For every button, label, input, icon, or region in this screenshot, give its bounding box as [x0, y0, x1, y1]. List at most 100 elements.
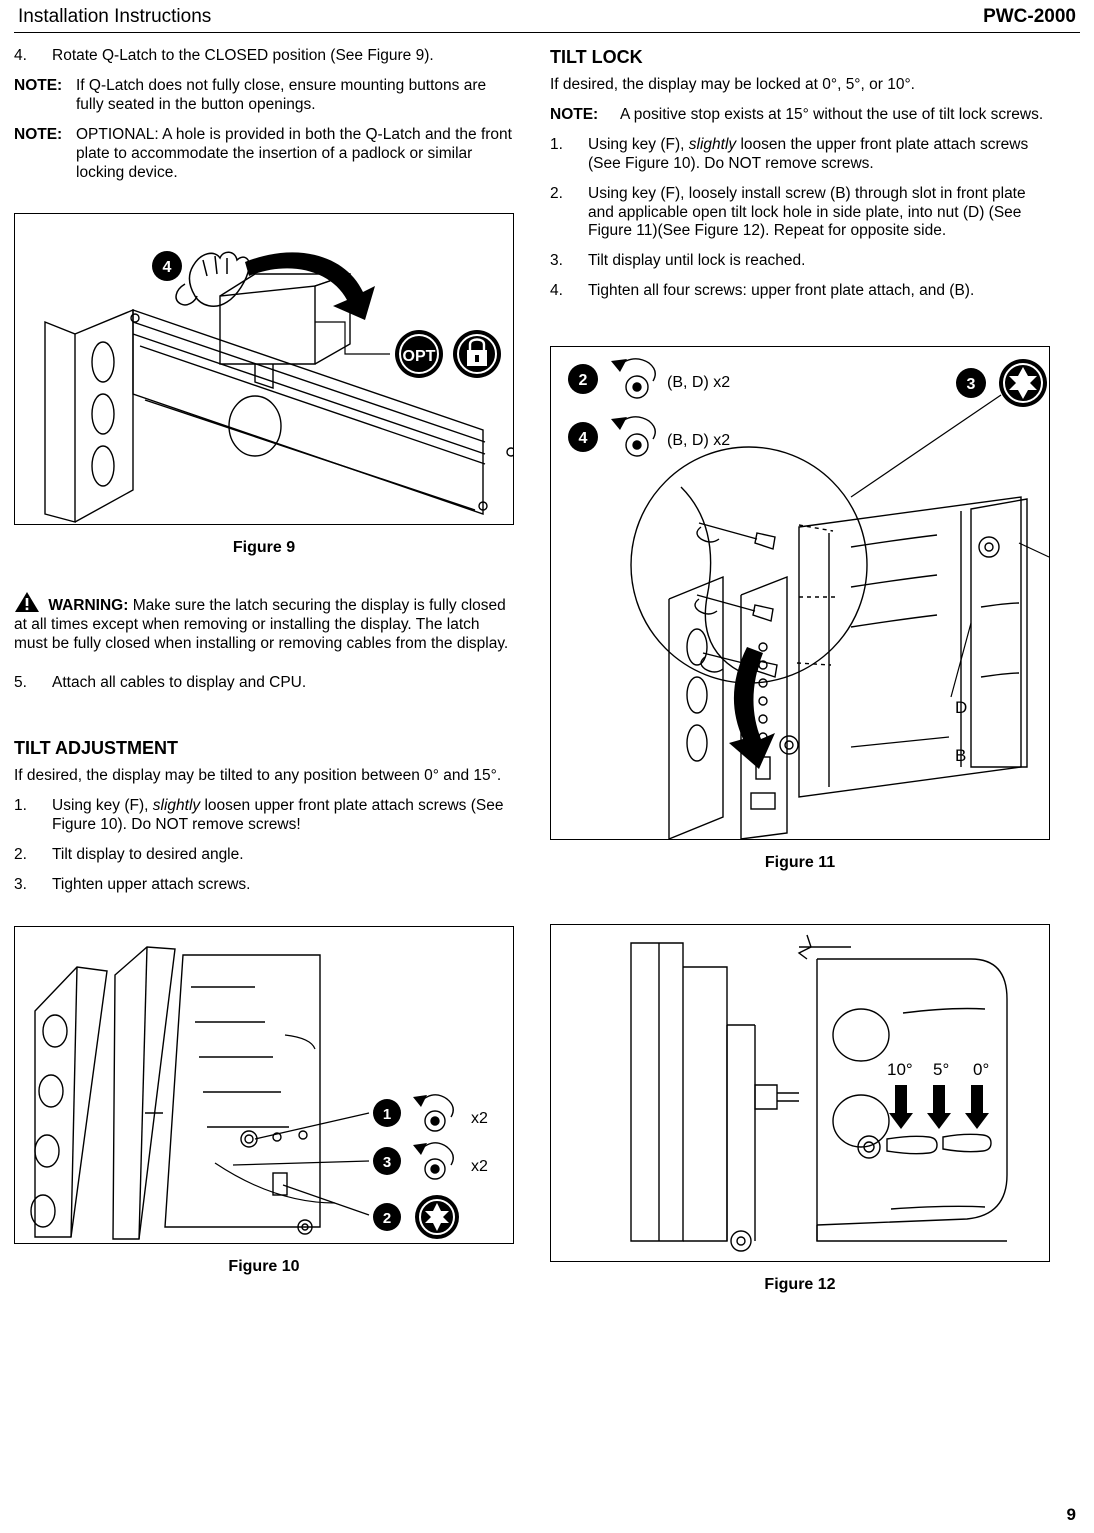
page-number: 9 [1066, 1505, 1076, 1524]
svg-text:1: 1 [383, 1106, 391, 1123]
figure-10-drawing: 1 x2 3 [30, 945, 488, 1240]
figure-9-caption: Figure 9 [232, 539, 296, 557]
step-text-post: loosen upper front plate attach screws (… [52, 796, 504, 833]
tilt-lock-step-4: 4. Tighten all four screws: upper front … [550, 282, 1050, 301]
svg-text:4: 4 [579, 430, 588, 447]
two-column-body: 4. Rotate Q-Latch to the CLOSED position… [14, 47, 1080, 1294]
svg-text:OPT: OPT [403, 348, 436, 365]
left-note-2: NOTE: OPTIONAL: A hole is provided in bo… [14, 126, 514, 183]
header-left-title: Installation Instructions [18, 6, 212, 27]
left-step-5: 5. Attach all cables to display and CPU. [14, 674, 514, 693]
warning-text: Make sure the latch securing the display… [14, 597, 509, 653]
step-number: 2. [14, 845, 27, 863]
angle-arrows [889, 1085, 989, 1130]
step-text-pre: Using key (F), [52, 796, 153, 814]
hand-icon [175, 251, 251, 308]
note-label: NOTE: [14, 76, 63, 94]
step-text: Attach all cables to display and CPU. [52, 674, 307, 692]
tilt-lock-step-1: 1. Using key (F), slightly loosen the up… [550, 136, 1050, 174]
figure-10-callout-3: 3 x2 [373, 1141, 488, 1180]
svg-text:2: 2 [383, 1210, 391, 1227]
figure-10-callout-2: 2 [373, 1194, 459, 1239]
right-column: TILT LOCK If desired, the display may be… [550, 47, 1050, 1294]
rotate-arrow-icon [245, 252, 375, 321]
figure-11-callout-2: 2 (B, D) x2 [568, 358, 730, 399]
step-number: 2. [550, 184, 563, 202]
tilt-adjustment-step-1: 1. Using key (F), slightly loosen upper … [14, 797, 514, 835]
tilt-adjustment-intro: If desired, the display may be tilted to… [14, 767, 502, 785]
tilt-adjustment-step-3: 3. Tighten upper attach screws. [14, 876, 514, 895]
tilt-lock-step-2: 2. Using key (F), loosely install screw … [550, 185, 1050, 242]
svg-text:x2: x2 [471, 1158, 488, 1175]
tilt-lock-step-3: 3. Tilt display until lock is reached. [550, 252, 1050, 271]
warning-label: WARNING: [48, 597, 129, 615]
figure-11-drawing: 2 (B, D) x2 4 [568, 358, 1050, 840]
figure-9-drawing: 4 OPT [44, 251, 513, 524]
up-arrow-icon [729, 647, 775, 770]
figure-11-callout-3: 3 [850, 359, 1047, 498]
tilt-adjustment-heading: TILT ADJUSTMENT [14, 738, 178, 759]
left-step-4: 4. Rotate Q-Latch to the CLOSED position… [14, 47, 514, 66]
figure-9-image: 4 OPT [14, 213, 514, 526]
step-number: 5. [14, 674, 27, 692]
figure-12-image: 10° 5° 0° [550, 924, 1050, 1263]
svg-text:4: 4 [163, 259, 172, 276]
tilt-lock-intro: If desired, the display may be locked at… [550, 76, 915, 93]
angle-label-5: 5° [933, 1060, 949, 1079]
note-text: If Q-Latch does not fully close, ensure … [76, 76, 487, 113]
tilt-lock-heading: TILT LOCK [550, 47, 643, 67]
figure-11-callout-4: 4 (B, D) x2 [568, 416, 730, 457]
step-number: 1. [550, 135, 563, 153]
figure-12-drawing: 10° 5° 0° [630, 934, 1008, 1252]
tilt-adjustment-step-2: 2. Tilt display to desired angle. [14, 846, 514, 865]
svg-text:3: 3 [383, 1154, 391, 1171]
figure-9-callout-4: 4 [152, 251, 182, 282]
svg-text:(B, D) x2: (B, D) x2 [667, 432, 730, 449]
opt-badge-icon: OPT [395, 330, 443, 379]
svg-text:3: 3 [967, 376, 976, 393]
detail-bubble [630, 446, 868, 684]
svg-text:(B, D) x2: (B, D) x2 [667, 374, 730, 391]
angle-label-0: 0° [973, 1060, 989, 1079]
figure-11-image: 2 (B, D) x2 4 [550, 346, 1050, 841]
step-text: Rotate Q-Latch to the CLOSED position (S… [52, 47, 434, 64]
step-text: Tighten upper attach screws. [52, 875, 251, 893]
step-number: 4. [14, 47, 27, 64]
step-text-italic: slightly [688, 135, 737, 153]
figure-10-caption: Figure 10 [228, 1257, 300, 1275]
step-text: Tilt display to desired angle. [52, 845, 244, 863]
figure-11-caption: Figure 11 [764, 854, 836, 872]
page-header: Installation Instructions PWC-2000 [14, 0, 1080, 33]
step-number: 1. [14, 796, 27, 814]
figure-12-caption: Figure 12 [764, 1276, 836, 1294]
angle-label-10: 10° [887, 1060, 913, 1079]
note-label: NOTE: [550, 105, 599, 123]
step-text: Tighten all four screws: upper front pla… [588, 282, 975, 300]
step-text-post: loosen the upper front plate attach scre… [588, 135, 1029, 172]
left-note-1: NOTE: If Q-Latch does not fully close, e… [14, 77, 514, 115]
step-number: 3. [550, 252, 563, 270]
svg-text:x2: x2 [471, 1110, 488, 1127]
label-B: B [955, 746, 966, 765]
note-text: OPTIONAL: A hole is provided in both the… [76, 125, 512, 181]
svg-text:2: 2 [579, 372, 588, 389]
figure-10-image: 1 x2 3 [14, 925, 514, 1244]
step-text-italic: slightly [152, 796, 201, 814]
tilt-lock-note: NOTE: A positive stop exists at 15° with… [550, 106, 1050, 125]
step-text: Tilt display until lock is reached. [588, 252, 806, 270]
header-right-model: PWC-2000 [983, 6, 1076, 27]
label-D: D [955, 698, 967, 717]
figure-10-callout-1: 1 x2 [373, 1093, 488, 1132]
step-text: Using key (F), slightly loosen the upper… [588, 136, 1050, 174]
step-text-pre: Using key (F), [588, 135, 689, 153]
step-text: Using key (F), loosely install screw (B)… [588, 184, 1026, 240]
step-text: Using key (F), slightly loosen upper fro… [52, 797, 514, 835]
warning-triangle-icon [14, 591, 40, 613]
left-column: 4. Rotate Q-Latch to the CLOSED position… [14, 47, 514, 1294]
step-number: 4. [550, 282, 563, 300]
step-number: 3. [14, 875, 27, 893]
warning-block: WARNING: Make sure the latch securing th… [14, 591, 514, 654]
padlock-icon [453, 330, 501, 379]
note-text: A positive stop exists at 15° without th… [620, 105, 1044, 123]
